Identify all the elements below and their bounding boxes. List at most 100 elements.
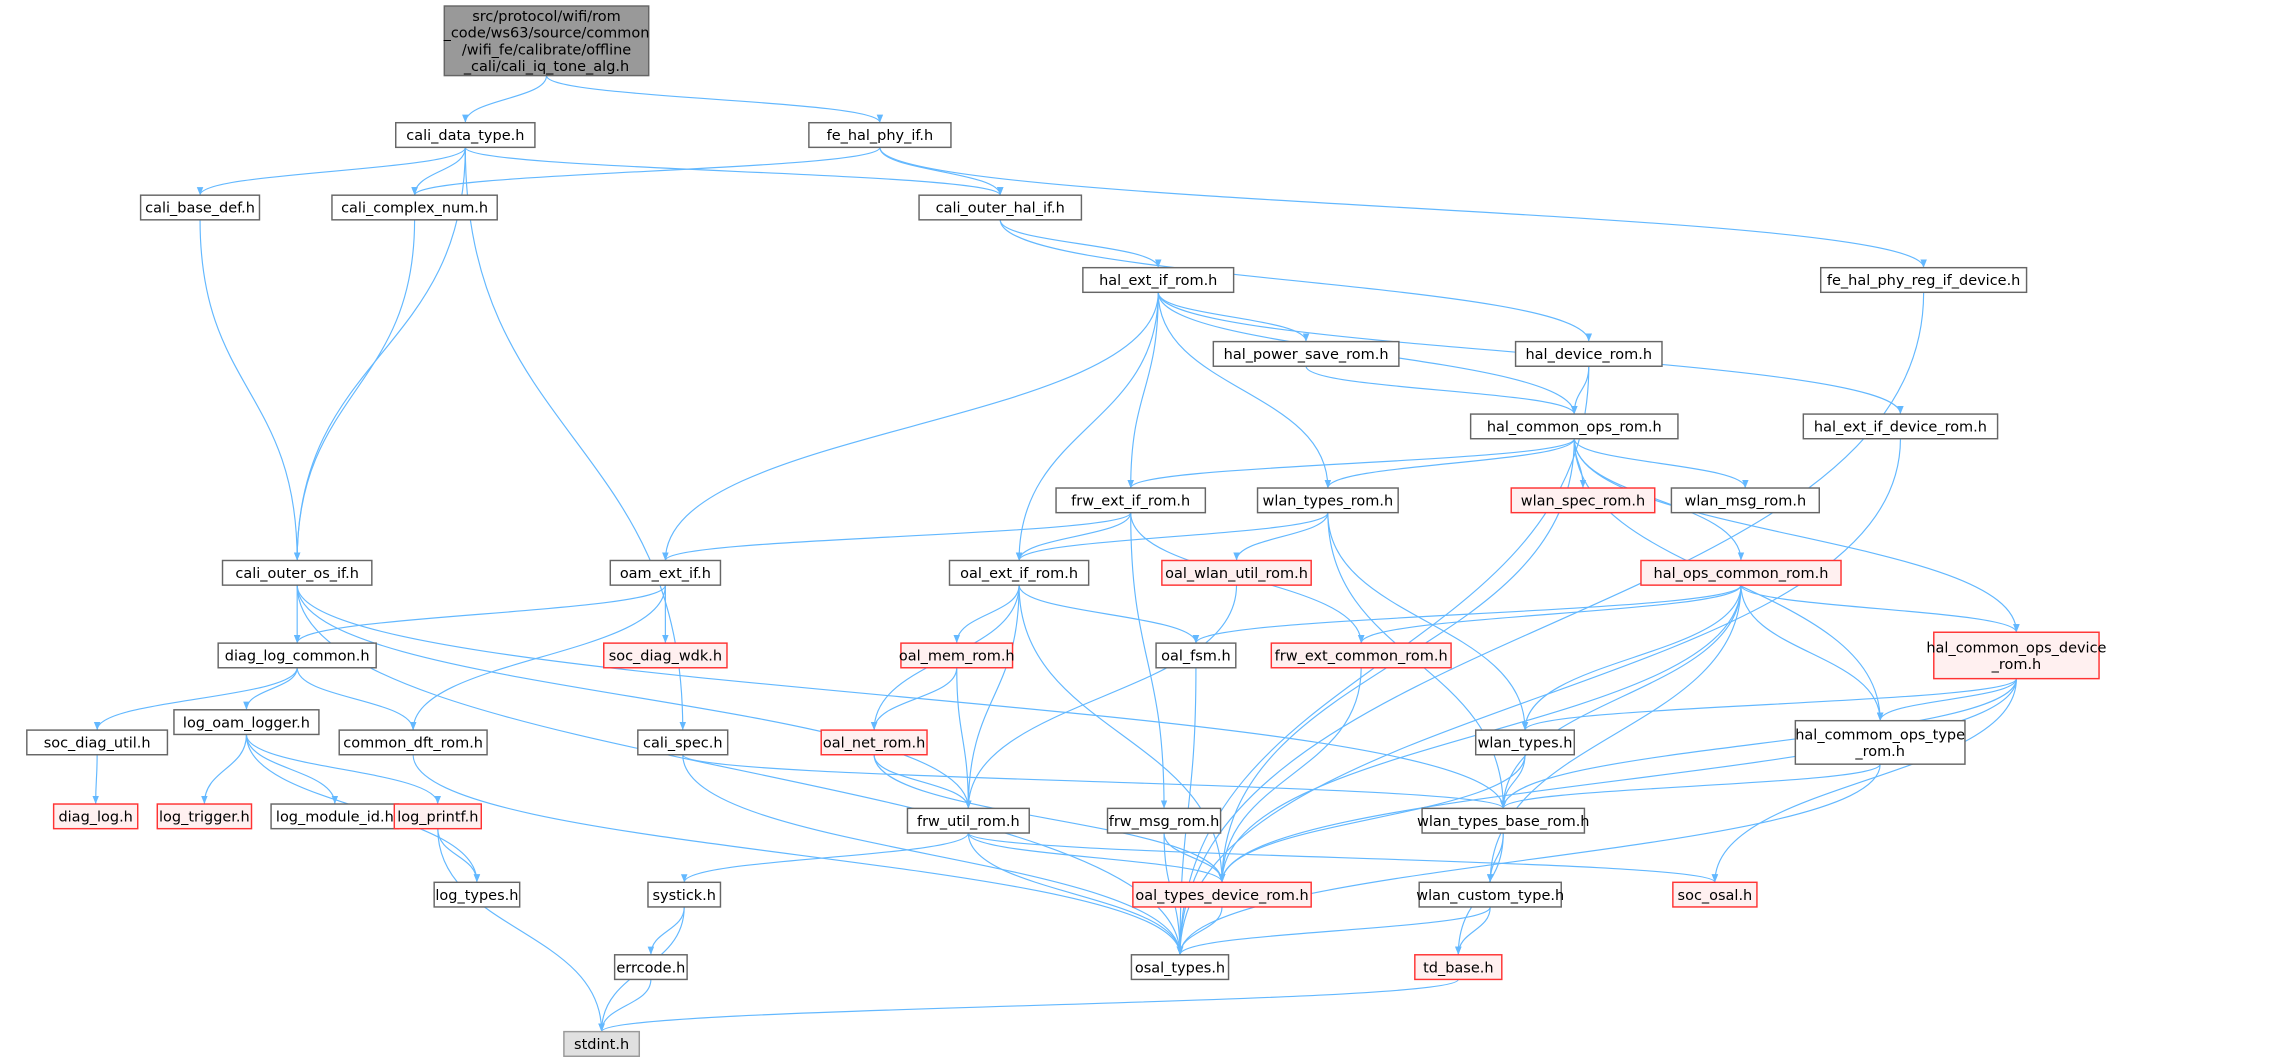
node-oal_fsm[interactable]: oal_fsm.h [1155, 642, 1237, 669]
node-fe_hal_phy_if[interactable]: fe_hal_phy_if.h [808, 121, 952, 149]
node-box[interactable] [948, 559, 1090, 586]
node-box[interactable] [1155, 642, 1237, 669]
node-wlan_types_base_rom[interactable]: wlan_types_base_rom.h [1417, 807, 1589, 834]
node-hal_common_ops_device_rom[interactable]: hal_common_ops_device_rom.h [1926, 631, 2107, 680]
node-box[interactable] [338, 729, 488, 756]
node-box[interactable] [1418, 881, 1562, 908]
node-soc_diag_util[interactable]: soc_diag_util.h [26, 729, 169, 756]
node-fe_hal_phy_reg_if_device[interactable]: fe_hal_phy_reg_if_device.h [1819, 266, 2028, 294]
node-box[interactable] [217, 642, 377, 669]
node-log_oam_logger[interactable]: log_oam_logger.h [173, 709, 320, 736]
node-common_dft_rom[interactable]: common_dft_rom.h [338, 729, 488, 756]
node-box[interactable] [1106, 807, 1222, 834]
node-box[interactable] [1414, 954, 1503, 981]
node-frw_ext_common_rom[interactable]: frw_ext_common_rom.h [1270, 642, 1452, 669]
node-box[interactable] [609, 559, 722, 586]
node-box[interactable] [270, 803, 400, 830]
node-errcode[interactable]: errcode.h [613, 954, 688, 981]
node-box[interactable] [1256, 487, 1399, 514]
node-box[interactable] [900, 642, 1014, 669]
node-hal_ext_if_rom[interactable]: hal_ext_if_rom.h [1082, 266, 1235, 294]
node-box[interactable] [918, 194, 1083, 221]
node-box[interactable] [647, 881, 722, 908]
node-box[interactable] [173, 709, 320, 736]
node-box[interactable] [1055, 487, 1207, 514]
node-box[interactable] [603, 642, 728, 669]
node-box[interactable] [1161, 559, 1312, 586]
node-soc_osal[interactable]: soc_osal.h [1672, 881, 1758, 908]
node-wlan_types[interactable]: wlan_types.h [1474, 729, 1576, 756]
node-hal_commom_ops_type_rom[interactable]: hal_commom_ops_type_rom.h [1794, 719, 1966, 765]
node-hal_ops_common_rom[interactable]: hal_ops_common_rom.h [1640, 559, 1842, 586]
node-cali_outer_os_if[interactable]: cali_outer_os_if.h [221, 559, 373, 586]
node-systick[interactable]: systick.h [647, 881, 722, 908]
node-diag_log[interactable]: diag_log.h [52, 803, 139, 830]
node-frw_ext_if_rom[interactable]: frw_ext_if_rom.h [1055, 487, 1207, 514]
node-stdint[interactable]: stdint.h [563, 1030, 641, 1057]
node-hal_ext_if_device_rom[interactable]: hal_ext_if_device_rom.h [1802, 413, 1999, 440]
node-oal_types_device_rom[interactable]: oal_types_device_rom.h [1132, 881, 1312, 908]
node-cali_outer_hal_if[interactable]: cali_outer_hal_if.h [918, 194, 1083, 221]
node-box[interactable] [1514, 340, 1663, 367]
node-box[interactable] [1819, 266, 2028, 294]
node-box[interactable] [395, 121, 536, 149]
node-box[interactable] [563, 1030, 641, 1057]
node-box[interactable] [1802, 413, 1999, 440]
node-box[interactable] [1469, 413, 1679, 440]
node-oal_wlan_util_rom[interactable]: oal_wlan_util_rom.h [1161, 559, 1312, 586]
node-frw_util_rom[interactable]: frw_util_rom.h [906, 807, 1030, 834]
node-box[interactable] [26, 729, 169, 756]
node-box[interactable] [221, 559, 373, 586]
node-cali_base_def[interactable]: cali_base_def.h [139, 194, 261, 221]
node-box[interactable] [906, 807, 1030, 834]
node-box[interactable] [1270, 642, 1452, 669]
node-box[interactable] [1474, 729, 1576, 756]
node-oam_ext_if[interactable]: oam_ext_if.h [609, 559, 722, 586]
node-box[interactable] [1670, 487, 1820, 514]
node-box[interactable] [820, 729, 928, 756]
node-soc_diag_wdk[interactable]: soc_diag_wdk.h [603, 642, 728, 669]
node-box[interactable] [1510, 487, 1656, 514]
node-osal_types[interactable]: osal_types.h [1130, 954, 1230, 981]
node-log_trigger[interactable]: log_trigger.h [156, 803, 253, 830]
node-frw_msg_rom[interactable]: frw_msg_rom.h [1106, 807, 1222, 834]
node-box[interactable] [433, 881, 521, 908]
node-box[interactable] [637, 729, 729, 756]
node-box[interactable] [1640, 559, 1842, 586]
node-box[interactable] [1082, 266, 1235, 294]
node-wlan_spec_rom[interactable]: wlan_spec_rom.h [1510, 487, 1656, 514]
node-box[interactable] [331, 194, 498, 221]
node-td_base[interactable]: td_base.h [1414, 954, 1503, 981]
node-root[interactable]: src/protocol/wifi/rom_code/ws63/source/c… [443, 5, 650, 77]
node-hal_device_rom[interactable]: hal_device_rom.h [1514, 340, 1663, 367]
node-oal_mem_rom[interactable]: oal_mem_rom.h [899, 642, 1015, 669]
node-log_module_id[interactable]: log_module_id.h [270, 803, 400, 830]
node-cali_spec[interactable]: cali_spec.h [637, 729, 729, 756]
node-wlan_types_rom[interactable]: wlan_types_rom.h [1256, 487, 1399, 514]
node-box[interactable] [1794, 719, 1966, 765]
node-box[interactable] [443, 5, 650, 77]
node-box[interactable] [1672, 881, 1758, 908]
node-box[interactable] [1421, 807, 1586, 834]
node-box[interactable] [156, 803, 253, 830]
node-box[interactable] [1130, 954, 1230, 981]
node-log_printf[interactable]: log_printf.h [393, 803, 482, 830]
node-box[interactable] [52, 803, 139, 830]
node-box[interactable] [613, 954, 688, 981]
node-oal_ext_if_rom[interactable]: oal_ext_if_rom.h [948, 559, 1090, 586]
node-cali_complex_num[interactable]: cali_complex_num.h [331, 194, 498, 221]
node-diag_log_common[interactable]: diag_log_common.h [217, 642, 377, 669]
node-wlan_custom_type[interactable]: wlan_custom_type.h [1416, 881, 1564, 908]
node-box[interactable] [808, 121, 952, 149]
node-oal_net_rom[interactable]: oal_net_rom.h [820, 729, 928, 756]
node-log_types[interactable]: log_types.h [433, 881, 521, 908]
node-box[interactable] [1132, 881, 1312, 908]
node-box[interactable] [1933, 631, 2100, 680]
node-hal_power_save_rom[interactable]: hal_power_save_rom.h [1212, 340, 1400, 367]
node-box[interactable] [139, 194, 261, 221]
node-cali_data_type[interactable]: cali_data_type.h [395, 121, 536, 149]
node-wlan_msg_rom[interactable]: wlan_msg_rom.h [1670, 487, 1820, 514]
node-box[interactable] [1212, 340, 1400, 367]
node-box[interactable] [393, 803, 482, 830]
node-hal_common_ops_rom[interactable]: hal_common_ops_rom.h [1469, 413, 1679, 440]
